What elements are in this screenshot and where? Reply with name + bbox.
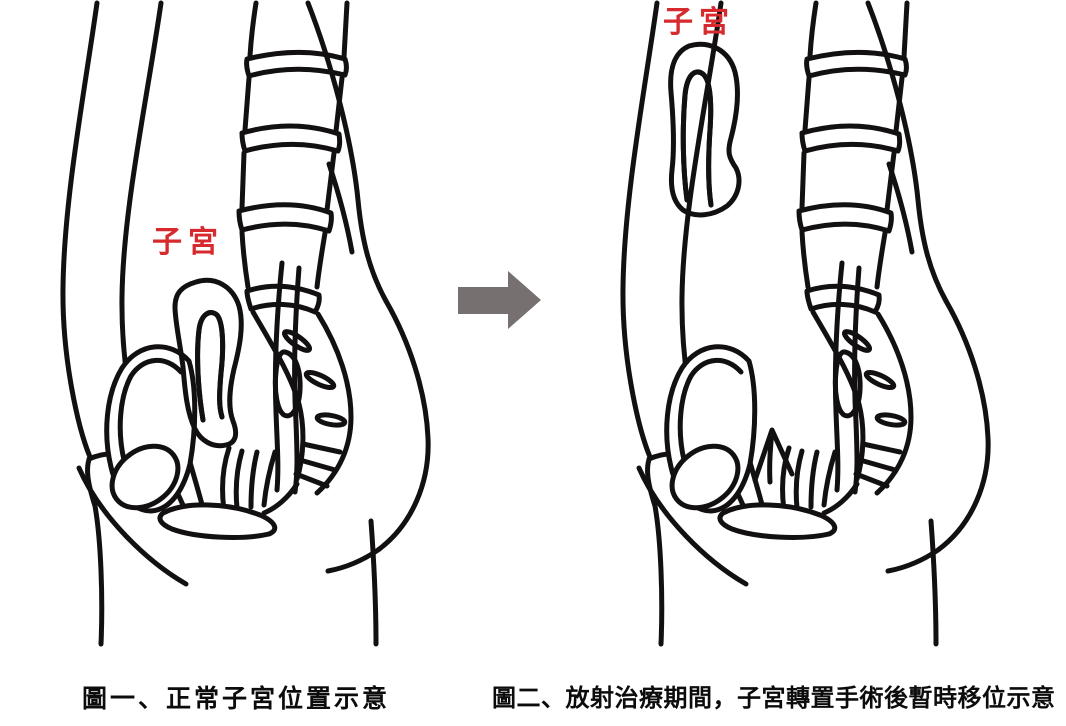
vaginal-vault-fan bbox=[752, 427, 795, 485]
vault-line bbox=[767, 429, 775, 485]
uterus-body bbox=[172, 278, 244, 449]
uterus-right-shape bbox=[668, 41, 742, 218]
uterus-label-right: 子宮 bbox=[663, 6, 735, 39]
caption-figure-one: 圖一、正常子宮位置示意 bbox=[82, 685, 391, 713]
uterine-cavity-channel bbox=[680, 69, 714, 208]
figure-left-illustration bbox=[63, 3, 428, 644]
uterus-label-left: 子宮 bbox=[152, 226, 224, 259]
caption-figure-two: 圖二、放射治療期間，子宮轉置手術後暫時移位示意 bbox=[492, 685, 1056, 712]
figure-right-illustration bbox=[623, 3, 988, 644]
uterus-left-shape bbox=[172, 278, 244, 449]
right-block-arrow-icon bbox=[458, 271, 541, 329]
uterus-body bbox=[668, 41, 742, 218]
uterine-cavity-channel bbox=[195, 310, 226, 423]
